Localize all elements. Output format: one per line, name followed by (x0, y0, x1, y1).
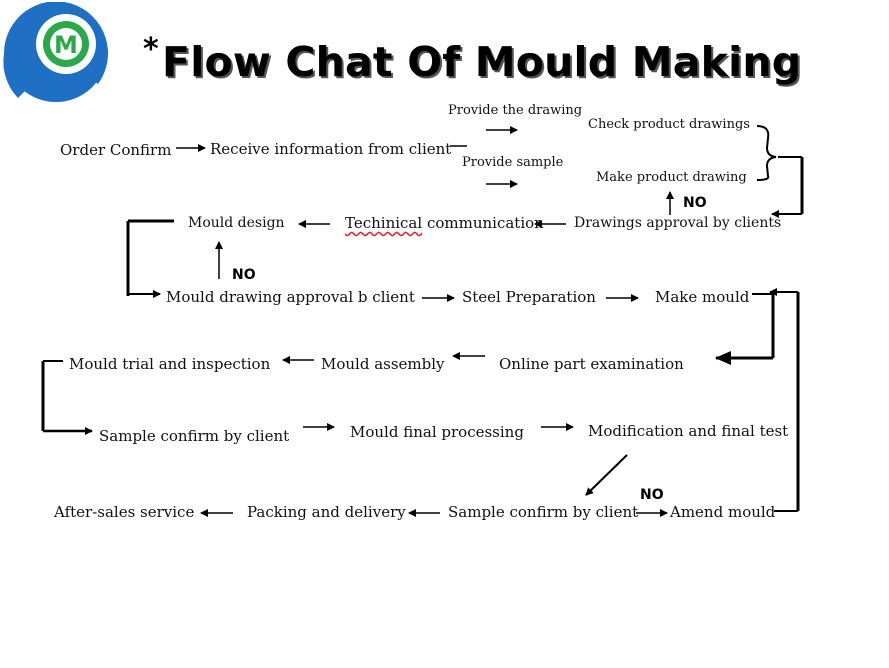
node-tech-comm: Techinical communication (345, 216, 544, 231)
node-amend-mould: Amend mould (670, 503, 776, 521)
node-steel-prep: Steel Preparation (462, 288, 596, 306)
node-provide-drawing: Provide the drawing (448, 103, 583, 118)
node-provide-sample: Provide sample (462, 155, 564, 170)
title-marker: * (143, 32, 159, 67)
brace (756, 125, 777, 181)
tech-comm-first-word: Techinical (345, 214, 423, 232)
node-mould-assembly: Mould assembly (321, 355, 445, 373)
node-mould-drawing-approval: Mould drawing approval b client (166, 288, 415, 306)
node-drawings-approval: Drawings approval by clients (574, 215, 782, 231)
node-mould-design: Mould design (188, 215, 285, 231)
node-after-sales: After-sales service (54, 503, 195, 521)
node-mould-trial: Mould trial and inspection (69, 355, 271, 373)
no-label-2: NO (232, 267, 256, 283)
node-packing: Packing and delivery (247, 503, 406, 521)
node-receive-info: Receive information from client (210, 140, 452, 158)
arrow-modification-to-sample-2 (585, 454, 628, 496)
page-title: Flow Chat Of Mould Making (162, 38, 802, 86)
tech-comm-rest: communication (422, 214, 544, 232)
node-sample-confirm-2: Sample confirm by client (448, 503, 639, 521)
company-logo: M (3, 2, 108, 102)
no-label-3: NO (640, 487, 664, 503)
logo-letter: M (54, 31, 78, 59)
node-make-mould: Make mould (655, 288, 750, 306)
no-label-1: NO (683, 195, 707, 211)
node-mould-final: Mould final processing (350, 423, 524, 441)
node-make-drawing: Make product drawing (596, 170, 747, 185)
node-online-exam: Online part examination (499, 355, 684, 373)
node-check-drawings: Check product drawings (588, 117, 750, 132)
node-order-confirm: Order Confirm (60, 141, 172, 159)
node-sample-confirm-1: Sample confirm by client (99, 427, 290, 445)
node-modification: Modification and final test (588, 422, 789, 440)
